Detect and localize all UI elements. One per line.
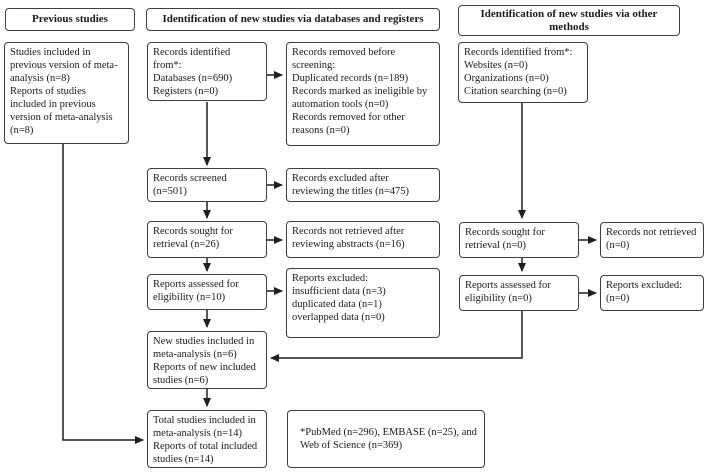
box-reports-assessed-eligibility-other: Reports assessed for eligibility (n=0) xyxy=(459,275,579,311)
box-records-not-retrieved-other: Records not retrieved (n=0) xyxy=(600,222,704,258)
box-records-screened: Records screened (n=501) xyxy=(147,168,267,202)
box-previous-meta-analysis-studies: Studies included in previous version of … xyxy=(4,42,129,144)
box-total-studies-included: Total studies included in meta-analysis … xyxy=(147,410,267,468)
box-records-not-retrieved-db: Records not retrieved after reviewing ab… xyxy=(286,221,440,258)
header-identification-databases: Identification of new studies via databa… xyxy=(146,8,440,31)
box-reports-excluded-other: Reports excluded: (n=0) xyxy=(600,275,704,311)
header-identification-other-methods: Identification of new studies via other … xyxy=(458,5,680,36)
header-previous-studies: Previous studies xyxy=(5,8,135,31)
box-reports-assessed-eligibility-db: Reports assessed for eligibility (n=10) xyxy=(147,274,267,310)
box-records-sought-retrieval-db: Records sought for retrieval (n=26) xyxy=(147,221,267,258)
box-new-studies-included: New studies included in meta-analysis (n… xyxy=(147,331,267,389)
box-records-identified-other: Records identified from*: Websites (n=0)… xyxy=(458,42,588,103)
arrow-assessed-other-to-new-studies xyxy=(270,311,523,362)
box-records-excluded-titles: Records excluded after reviewing the tit… xyxy=(286,168,440,202)
box-reports-excluded-db: Reports excluded: insufficient data (n=3… xyxy=(286,268,440,338)
box-database-footnote: *PubMed (n=296), EMBASE (n=25), and Web … xyxy=(287,410,485,468)
box-records-sought-retrieval-other: Records sought for retrieval (n=0) xyxy=(459,222,579,258)
box-records-identified-databases: Records identified from*: Databases (n=6… xyxy=(147,42,267,101)
arrow-previous-to-total xyxy=(62,144,144,444)
box-records-removed-before-screening: Records removed before screening: Duplic… xyxy=(286,42,440,146)
